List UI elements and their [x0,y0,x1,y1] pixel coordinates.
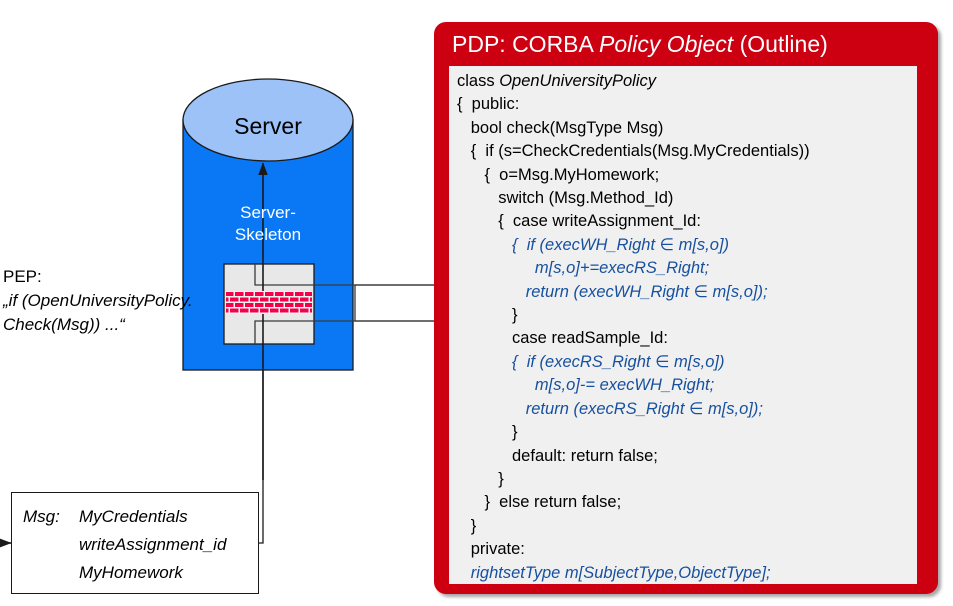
code-line: m[s,o]+=execRS_Right; [457,259,710,278]
code-line: { case writeAssignment_Id: [457,212,701,231]
code-keyword: class [457,72,500,90]
pdp-panel-title: PDP: CORBA Policy Object (Outline) [452,31,930,67]
code-line: bool check(MsgType Msg) [457,118,664,137]
pdp-title-italic: Policy Object [598,31,734,57]
code-line: { public: [457,95,520,114]
code-line: class OpenUniversityPolicy [457,70,917,93]
pep-code-line2: Check(Msg)) ...“ [3,315,125,334]
code-line: rightsetType m[SubjectType,ObjectType]; [457,563,771,582]
code-line: } else return false; [457,493,622,512]
code-line: return (execWH_Right ∈ m[s,o]); [457,282,768,301]
server-skeleton-label-line1: Server- [240,203,296,222]
msg-value-object: MyHomework [79,563,183,582]
code-line: return (execRS_Right ∈ m[s,o]); [457,399,763,418]
code-line: { if (s=CheckCredentials(Msg.MyCredentia… [457,142,810,161]
code-line: { if (execWH_Right ∈ m[s,o]) [457,235,730,254]
code-line: switch (Msg.Method_Id) [457,189,674,208]
pdp-code-panel: class OpenUniversityPolicy { public: bool… [449,66,917,584]
msg-box-key: Msg: [23,507,60,526]
code-line: { o=Msg.MyHomework; [457,165,660,184]
code-line: } [457,423,518,442]
code-line: } [457,516,477,535]
msg-value-credentials: MyCredentials [79,507,188,526]
msg-box: Msg: MyCredentials writeAssignment_id My… [11,492,259,594]
message-route-line [259,370,264,544]
code-line: default: return false; [457,446,658,465]
code-line: { if (execRS_Right ∈ m[s,o]) [457,352,725,371]
code-class-name: OpenUniversityPolicy [499,72,656,90]
code-line: } [457,306,518,325]
pdp-title-suffix: (Outline) [733,31,828,57]
server-cylinder-top [182,78,354,162]
code-line: m[s,o]-= execWH_Right; [457,376,715,395]
server-label: Server [234,113,302,139]
msg-box-values: MyCredentials writeAssignment_id MyHomew… [79,503,258,587]
code-line: private: [457,540,525,559]
msg-value-method: writeAssignment_id [79,535,227,554]
pep-code-line1: „if (OpenUniversityPolicy. [3,291,193,310]
server-skeleton-label: Server- Skeleton [183,202,353,246]
server-skeleton-label-line2: Skeleton [234,225,302,244]
pdp-title-prefix: PDP: CORBA [452,31,599,57]
code-line: } [457,469,504,488]
code-line: case readSample_Id: [457,329,668,348]
pep-title: PEP: [3,267,42,286]
pep-annotation: PEP: „if (OpenUniversityPolicy. Check(Ms… [3,265,218,337]
pdp-code-listing: class OpenUniversityPolicy { public: bool… [449,66,917,584]
